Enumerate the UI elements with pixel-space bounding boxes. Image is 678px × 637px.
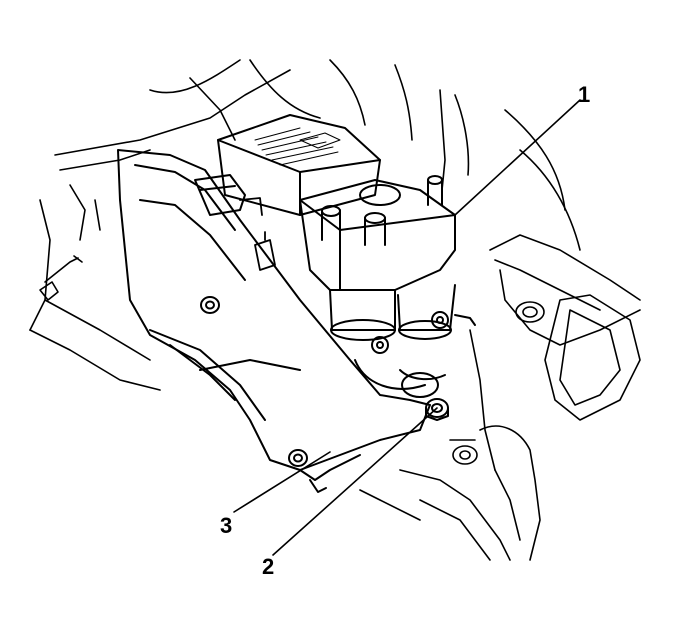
vehicle-body-structure	[30, 60, 580, 390]
bracket-bolt	[289, 450, 307, 466]
callout-1: 1	[578, 82, 591, 107]
bracket-bolt	[201, 297, 219, 313]
abs-control-module	[195, 115, 380, 215]
leader-line-3	[234, 452, 330, 512]
module-nut	[426, 399, 448, 420]
leader-line-2	[273, 408, 437, 555]
hydraulic-modulator	[300, 176, 475, 397]
right-body-structure	[360, 235, 640, 560]
left-fitting	[40, 256, 82, 300]
mounting-posts	[240, 198, 275, 270]
callout-2: 2	[262, 554, 275, 579]
leader-lines	[234, 100, 580, 555]
bracket-shield	[118, 150, 430, 492]
leader-line-1	[455, 100, 580, 215]
callout-3: 3	[220, 513, 233, 538]
